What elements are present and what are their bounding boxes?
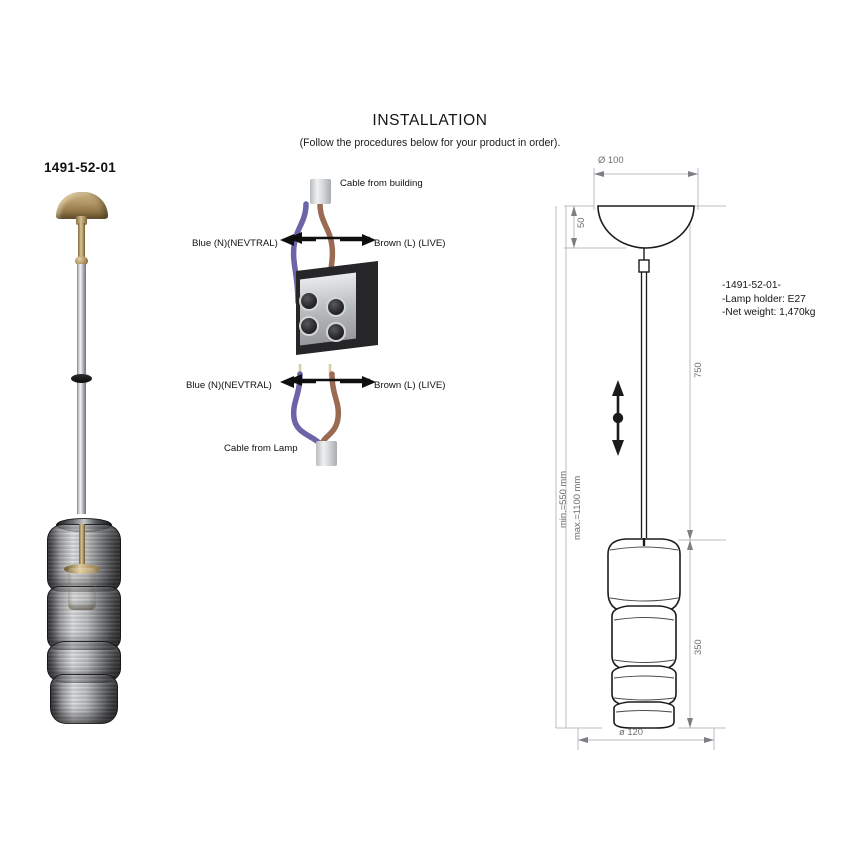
photo-brass-stem [78, 223, 85, 259]
terminal-port-1 [299, 291, 319, 311]
photo-glass-segment-4 [50, 674, 118, 724]
brown-arrow-top [340, 234, 376, 246]
model-code-label: 1491-52-01 [44, 160, 117, 175]
dim-drop-max: max.=1100 mm [571, 475, 582, 540]
page-title: INSTALLATION [372, 112, 488, 129]
technical-drawing-svg [555, 168, 726, 750]
photo-rod-adjuster-ring [71, 374, 92, 383]
photo-suspension-rod [77, 264, 86, 514]
photo-socket-stem [79, 524, 85, 572]
label-blue-neutral-top: Blue (N)(NEVTRAL) [192, 238, 278, 249]
terminal-port-4 [326, 322, 346, 342]
label-brown-live-bottom: Brown (L) (LIVE) [374, 380, 446, 391]
label-cable-from-lamp: Cable from Lamp [224, 443, 298, 454]
dim-drop-min: min.=550 mm [557, 470, 568, 528]
photo-canopy-neck [76, 216, 87, 225]
photo-lamp-socket-e27 [68, 568, 96, 610]
photo-canopy [56, 192, 108, 219]
dim-canopy-diameter: Ø 100 [598, 154, 624, 165]
photo-stem-ball-joint [75, 256, 88, 266]
label-cable-from-building: Cable from building [340, 178, 423, 189]
blue-arrow-top [280, 234, 316, 246]
terminal-port-3 [299, 316, 319, 336]
dim-canopy-height: 50 [575, 217, 586, 228]
dim-shade-diameter: ø 120 [619, 726, 643, 737]
photo-glass-segment-2 [47, 586, 121, 650]
blue-arrow-bottom [280, 376, 316, 388]
dim-shade-height: 350 [692, 639, 703, 655]
cable-sheath-lamp [316, 441, 337, 466]
photo-socket-collar [64, 564, 100, 574]
label-brown-live-top: Brown (L) (LIVE) [374, 238, 446, 249]
brown-arrow-bottom [340, 376, 376, 388]
product-spec-list: -1491-52-01- -Lamp holder: E27 -Net weig… [722, 280, 816, 319]
cable-sheath-building [310, 179, 331, 204]
terminal-port-2 [326, 297, 346, 317]
dim-suspension-length: 750 [692, 362, 703, 378]
label-blue-neutral-bottom: Blue (N)(NEVTRAL) [186, 380, 272, 391]
page-subtitle: (Follow the procedures below for your pr… [299, 137, 561, 149]
